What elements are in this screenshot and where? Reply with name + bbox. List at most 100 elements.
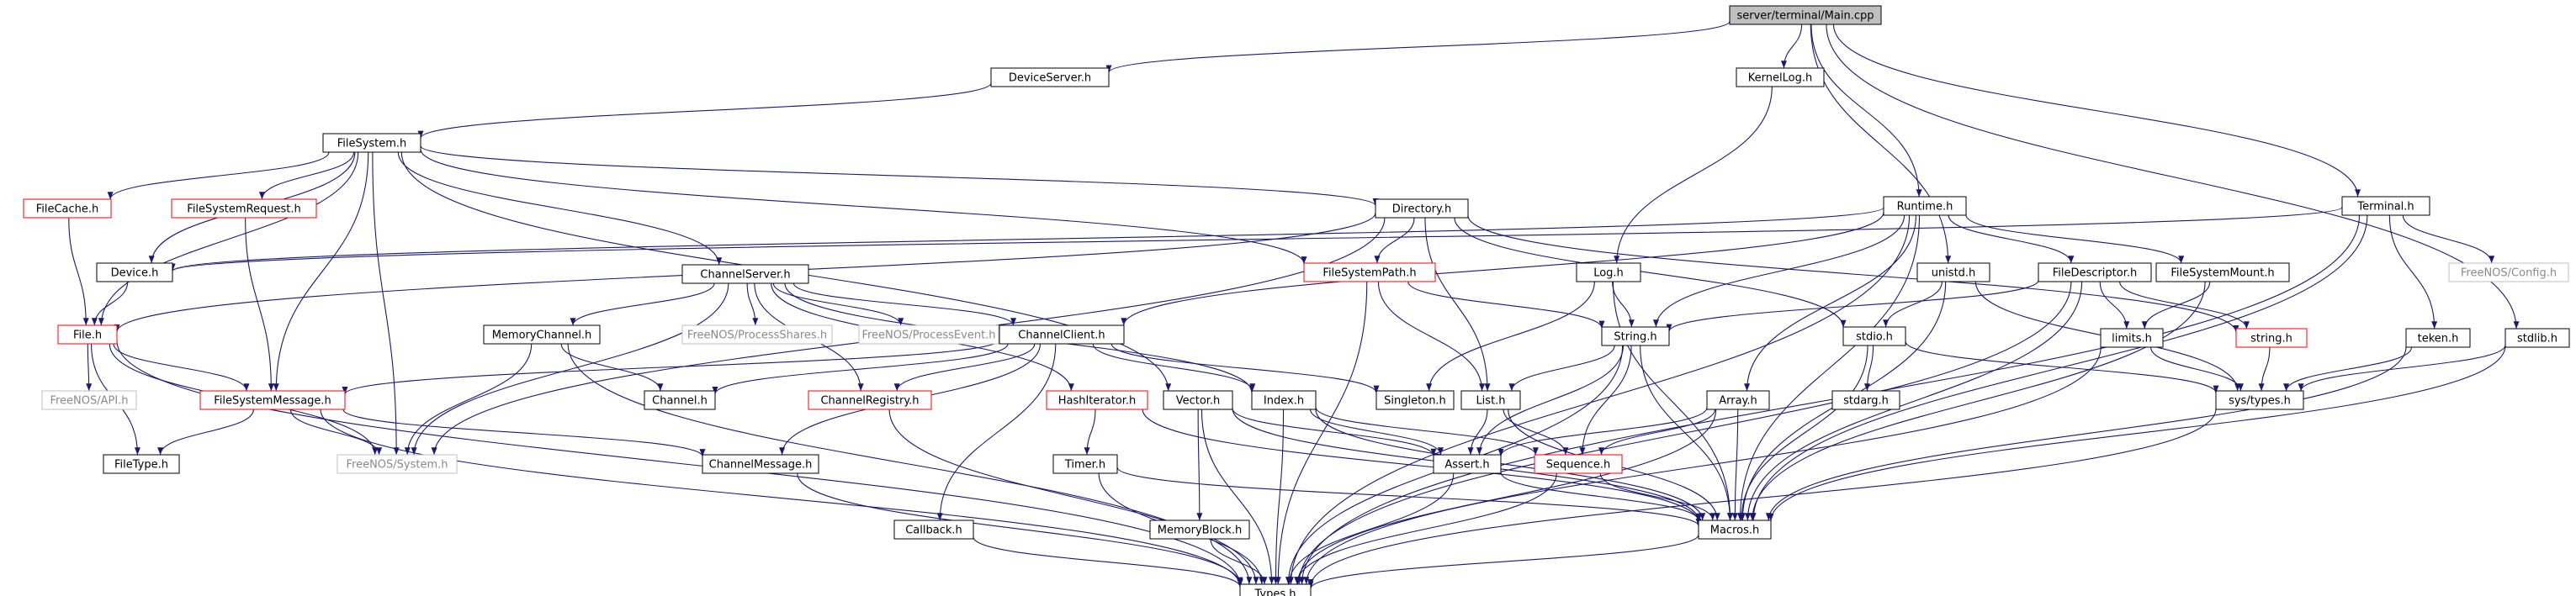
- edge-fileh-to-freenosapi: [86, 343, 93, 392]
- node-box-singleton: [1375, 390, 1455, 410]
- edge-teken-to-macros: [1765, 346, 2407, 521]
- edge-fileh-to-fsmessage: [113, 343, 250, 392]
- node-terminal[interactable]: Terminal.h: [2341, 196, 2430, 216]
- node-label-main: server/terminal/Main.cpp: [1736, 10, 1874, 23]
- node-label-kernellog: KernelLog.h: [1748, 72, 1812, 85]
- edge-runtime-to-stringh: [1652, 214, 1905, 328]
- edge-systypes-to-types: [1307, 409, 2217, 587]
- node-box-freenosapi: [41, 390, 137, 410]
- node-box-assert: [1433, 454, 1502, 474]
- node-box-systypes: [2215, 390, 2304, 410]
- edge-stringh-to-assert: [1476, 345, 1625, 456]
- edge-stringh-to-macros: [1640, 345, 1733, 521]
- node-vector[interactable]: Vector.h: [1163, 390, 1233, 410]
- node-box-stdlib: [2504, 328, 2570, 348]
- edge-main-to-terminal: [1832, 24, 2361, 198]
- node-stdarg[interactable]: stdarg.h: [1831, 390, 1900, 410]
- edge-fsmessage-to-channelmessage: [342, 409, 706, 457]
- edge-array-to-macros: [1731, 409, 1739, 521]
- edge-stringh-to-list: [1508, 345, 1615, 392]
- node-directory[interactable]: Directory.h: [1375, 198, 1469, 219]
- node-box-memoryblock: [1149, 520, 1250, 540]
- edge-index-to-types: [1272, 409, 1285, 585]
- edge-filesystem-to-directory: [420, 145, 1379, 207]
- node-timer[interactable]: Timer.h: [1052, 454, 1118, 474]
- node-fsrequest[interactable]: FileSystemRequest.h: [171, 198, 317, 219]
- node-sequence[interactable]: Sequence.h: [1534, 454, 1623, 474]
- node-index[interactable]: Index.h: [1251, 390, 1317, 410]
- node-fsmount[interactable]: FileSystemMount.h: [2155, 262, 2290, 282]
- node-types[interactable]: Types.h: [1239, 583, 1312, 596]
- node-kernellog[interactable]: KernelLog.h: [1736, 67, 1825, 87]
- node-label-fileh: File.h: [73, 330, 102, 342]
- node-label-stringlower: string.h: [2250, 333, 2292, 345]
- node-stdio[interactable]: stdio.h: [1842, 326, 1906, 346]
- node-channelh[interactable]: Channel.h: [644, 390, 716, 410]
- node-teken[interactable]: teken.h: [2405, 328, 2471, 348]
- node-box-filecache: [23, 198, 112, 219]
- edge-macros-to-types: [1307, 534, 1699, 589]
- node-box-freenossystem: [337, 454, 458, 474]
- node-label-timer: Timer.h: [1064, 459, 1105, 472]
- node-freenosapi: FreeNOS/API.h: [41, 390, 137, 410]
- node-label-fsmessage: FileSystemMessage.h: [214, 395, 331, 408]
- edge-filesystem-to-fsmessage: [273, 151, 369, 392]
- node-filetype[interactable]: FileType.h: [103, 454, 180, 474]
- node-stdlib[interactable]: stdlib.h: [2504, 328, 2570, 348]
- node-box-index: [1251, 390, 1317, 410]
- node-hashiterator[interactable]: HashIterator.h: [1046, 390, 1148, 410]
- node-filesystem[interactable]: FileSystem.h: [322, 133, 421, 153]
- node-label-filetype: FileType.h: [114, 459, 168, 472]
- edge-array-to-types: [1294, 409, 1717, 585]
- node-channelregistry[interactable]: ChannelRegistry.h: [808, 390, 932, 410]
- node-unistd[interactable]: unistd.h: [1916, 262, 1990, 282]
- node-channelclient[interactable]: ChannelClient.h: [999, 324, 1125, 345]
- node-label-freenossystem: FreeNOS/System.h: [346, 459, 448, 472]
- edge-stdlib-to-macros: [1768, 345, 2506, 521]
- node-limits[interactable]: limits.h: [2100, 328, 2164, 348]
- node-memorychannel[interactable]: MemoryChannel.h: [483, 324, 601, 345]
- node-fsmessage[interactable]: FileSystemMessage.h: [199, 390, 346, 410]
- node-box-filetype: [103, 454, 180, 474]
- edge-unistd-to-stdio: [1883, 281, 1943, 328]
- node-label-stringh: String.h: [1614, 331, 1656, 344]
- node-device[interactable]: Device.h: [96, 262, 173, 282]
- node-stringh[interactable]: String.h: [1601, 326, 1670, 346]
- node-label-unistd: unistd.h: [1932, 267, 1976, 280]
- node-main[interactable]: server/terminal/Main.cpp: [1729, 5, 1882, 25]
- edge-channelserver-to-freenossystem: [411, 282, 729, 456]
- node-runtime[interactable]: Runtime.h: [1883, 196, 1967, 216]
- node-filecache[interactable]: FileCache.h: [23, 198, 112, 219]
- node-memoryblock[interactable]: MemoryBlock.h: [1149, 520, 1250, 540]
- node-assert[interactable]: Assert.h: [1433, 454, 1502, 474]
- edge-channelclient-to-index: [1092, 343, 1256, 392]
- edge-teken-to-systypes: [2283, 346, 2413, 392]
- node-box-stringlower: [2235, 328, 2308, 348]
- node-label-terminal: Terminal.h: [2356, 201, 2414, 214]
- node-stringlower[interactable]: string.h: [2235, 328, 2308, 348]
- node-logh[interactable]: Log.h: [1576, 262, 1641, 282]
- node-callback[interactable]: Callback.h: [893, 520, 974, 540]
- edge-hashiterator-to-timer: [1084, 409, 1096, 456]
- node-deviceserver[interactable]: DeviceServer.h: [990, 67, 1110, 87]
- node-filedescriptor[interactable]: FileDescriptor.h: [2038, 262, 2152, 282]
- edge-vector-to-types: [1201, 409, 1275, 585]
- node-systypes[interactable]: sys/types.h: [2215, 390, 2304, 410]
- node-channelmessage[interactable]: ChannelMessage.h: [702, 454, 819, 474]
- edge-limits-to-systypes: [2150, 346, 2244, 392]
- edge-memorychannel-to-freenossystem: [404, 343, 533, 456]
- node-fspath[interactable]: FileSystemPath.h: [1303, 262, 1436, 282]
- edge-fsmessage-to-types: [320, 409, 1243, 587]
- node-array[interactable]: Array.h: [1706, 390, 1770, 410]
- edge-hashiterator-to-macros: [1142, 409, 1702, 523]
- node-fileh[interactable]: File.h: [57, 324, 118, 345]
- node-list[interactable]: List.h: [1460, 390, 1521, 410]
- edge-device-to-fileh: [91, 281, 129, 326]
- node-label-index: Index.h: [1264, 395, 1304, 408]
- node-channelserver[interactable]: ChannelServer.h: [681, 264, 809, 284]
- node-macros[interactable]: Macros.h: [1698, 520, 1772, 540]
- node-singleton[interactable]: Singleton.h: [1375, 390, 1455, 410]
- edge-stringh-to-sequence: [1579, 345, 1632, 456]
- node-label-stdio: stdio.h: [1856, 331, 1893, 344]
